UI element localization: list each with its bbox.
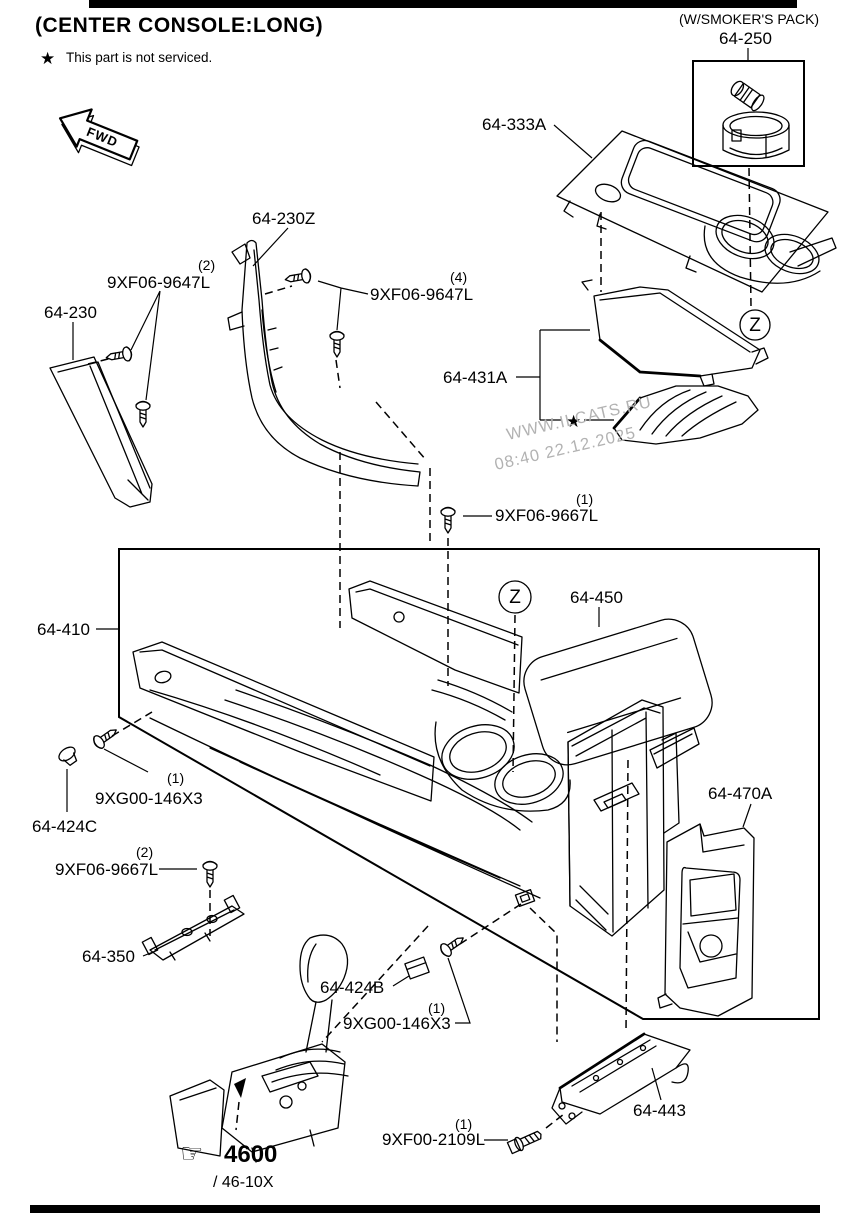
smoker-pack-caption: (W/SMOKER'S PACK) — [679, 11, 819, 27]
rear-panel-art — [657, 823, 755, 1017]
fastener-label-9xf06-9667l-b[interactable]: 9XF06-9667L — [55, 860, 158, 879]
console-trim-panel-art — [556, 130, 837, 293]
ref-label-46-10x[interactable]: / 46-10X — [213, 1174, 274, 1191]
part-label-64-443[interactable]: 64-443 — [633, 1101, 686, 1120]
shifter-ref-arrow — [234, 1078, 246, 1098]
part-label-64-230[interactable]: 64-230 — [44, 303, 97, 322]
console-body-art — [132, 580, 680, 937]
part-label-64-470a[interactable]: 64-470A — [708, 784, 773, 803]
zone-letter-main: Z — [509, 587, 521, 608]
dash-screw-to-sill — [264, 285, 293, 295]
legend-note: This part is not serviced. — [66, 50, 212, 65]
dash-zone-to-console — [512, 614, 516, 773]
fastener-label-9xf06-9647l-b[interactable]: 9XF06-9647L — [370, 285, 473, 304]
cap-art — [58, 746, 78, 766]
pointing-hand-icon: ☞ — [180, 1139, 203, 1169]
rear-bracket-art — [551, 1032, 691, 1125]
page-title: (CENTER CONSOLE:LONG) — [35, 14, 323, 37]
fwd-arrow-icon: FWD — [58, 108, 140, 167]
qty-screw-small-4: (4) — [450, 269, 467, 285]
screw-icon-9647l-c — [283, 267, 313, 288]
dash-screw-to-console — [459, 901, 525, 945]
screw-icon-146x3-b — [437, 931, 468, 959]
part-label-64-424b[interactable]: 64-424B — [320, 978, 384, 997]
fastener-label-9xg00-146x3-b[interactable]: 9XG00-146X3 — [343, 1014, 451, 1033]
legend-star-icon: ★ — [40, 49, 55, 69]
dash-screw-to-trim — [87, 357, 113, 365]
qty-screw-flange-1: (1) — [576, 491, 593, 507]
dash-sill-diagonal — [375, 401, 427, 461]
part-label-64-230z[interactable]: 64-230Z — [252, 209, 315, 228]
qty-bolt: (1) — [455, 1116, 472, 1132]
shifter-bracket-art — [141, 894, 245, 961]
clip-art — [404, 956, 430, 980]
shifter-art — [169, 934, 349, 1163]
screw-icon-9647l-b — [135, 400, 151, 428]
ref-label-4600[interactable]: 4600 — [224, 1141, 277, 1168]
zone-marker-main: Z — [498, 580, 532, 614]
screw-icon-9667l-a — [440, 506, 456, 534]
part-label-64-424c[interactable]: 64-424C — [32, 817, 97, 836]
zone-marker-top: Z — [739, 309, 771, 341]
bolt-icon-2109l — [506, 1130, 542, 1155]
dash-console-to-shifter — [321, 925, 429, 1043]
not-serviced-star-icon: ★ — [566, 412, 581, 432]
armrest-art — [523, 618, 713, 769]
fastener-label-9xf00-2109l[interactable]: 9XF00-2109L — [382, 1130, 485, 1149]
screw-icon-9647l-a — [104, 345, 134, 366]
qty-screw-small-2: (2) — [198, 257, 215, 273]
fastener-label-9xf06-9647l-a[interactable]: 9XF06-9647L — [107, 273, 210, 292]
zone-letter-top: Z — [749, 315, 761, 336]
dash-bolt-to-bracket — [545, 1113, 565, 1129]
side-trim-art — [49, 356, 153, 508]
dash-smoker-to-zone — [748, 167, 752, 307]
top-rule — [89, 0, 797, 8]
boot-art — [612, 385, 759, 445]
screw-icon-146x3-a — [90, 723, 121, 751]
part-label-64-450[interactable]: 64-450 — [570, 588, 623, 607]
sill-trim-art — [227, 239, 421, 487]
fastener-label-9xf06-9667l-a[interactable]: 9XF06-9667L — [495, 506, 598, 525]
mat-art — [581, 279, 769, 387]
dash-screw-d — [335, 359, 341, 389]
lighter-art — [730, 80, 765, 112]
ashtray-art — [722, 111, 790, 160]
dash-screw-to-panel — [111, 711, 153, 737]
smoker-pack-box — [692, 60, 805, 167]
fastener-label-9xg00-146x3-a[interactable]: 9XG00-146X3 — [95, 789, 203, 808]
dash-rearbox-to-bracket — [625, 759, 629, 1033]
screw-icon-9667l-b — [202, 860, 218, 888]
qty-tapping-screw-b: (1) — [428, 1000, 445, 1016]
part-label-64-410[interactable]: 64-410 — [37, 620, 90, 639]
part-label-64-350[interactable]: 64-350 — [82, 947, 135, 966]
dash-arrow-to-ref — [235, 1101, 240, 1131]
part-label-64-250[interactable]: 64-250 — [719, 29, 772, 48]
console-assembly-box — [118, 548, 820, 1020]
bottom-rule — [30, 1205, 820, 1213]
part-label-64-333a[interactable]: 64-333A — [482, 115, 547, 134]
qty-tapping-screw-a: (1) — [167, 770, 184, 786]
dash-console-to-rear-bracket — [529, 907, 558, 1042]
watermark: WWW.ILCATS.RU 08:40 22.12.2025 — [493, 393, 654, 474]
qty-screw-flange-2: (2) — [136, 844, 153, 860]
screw-icon-9647l-d — [329, 330, 345, 358]
part-label-64-431a[interactable]: 64-431A — [443, 368, 508, 387]
